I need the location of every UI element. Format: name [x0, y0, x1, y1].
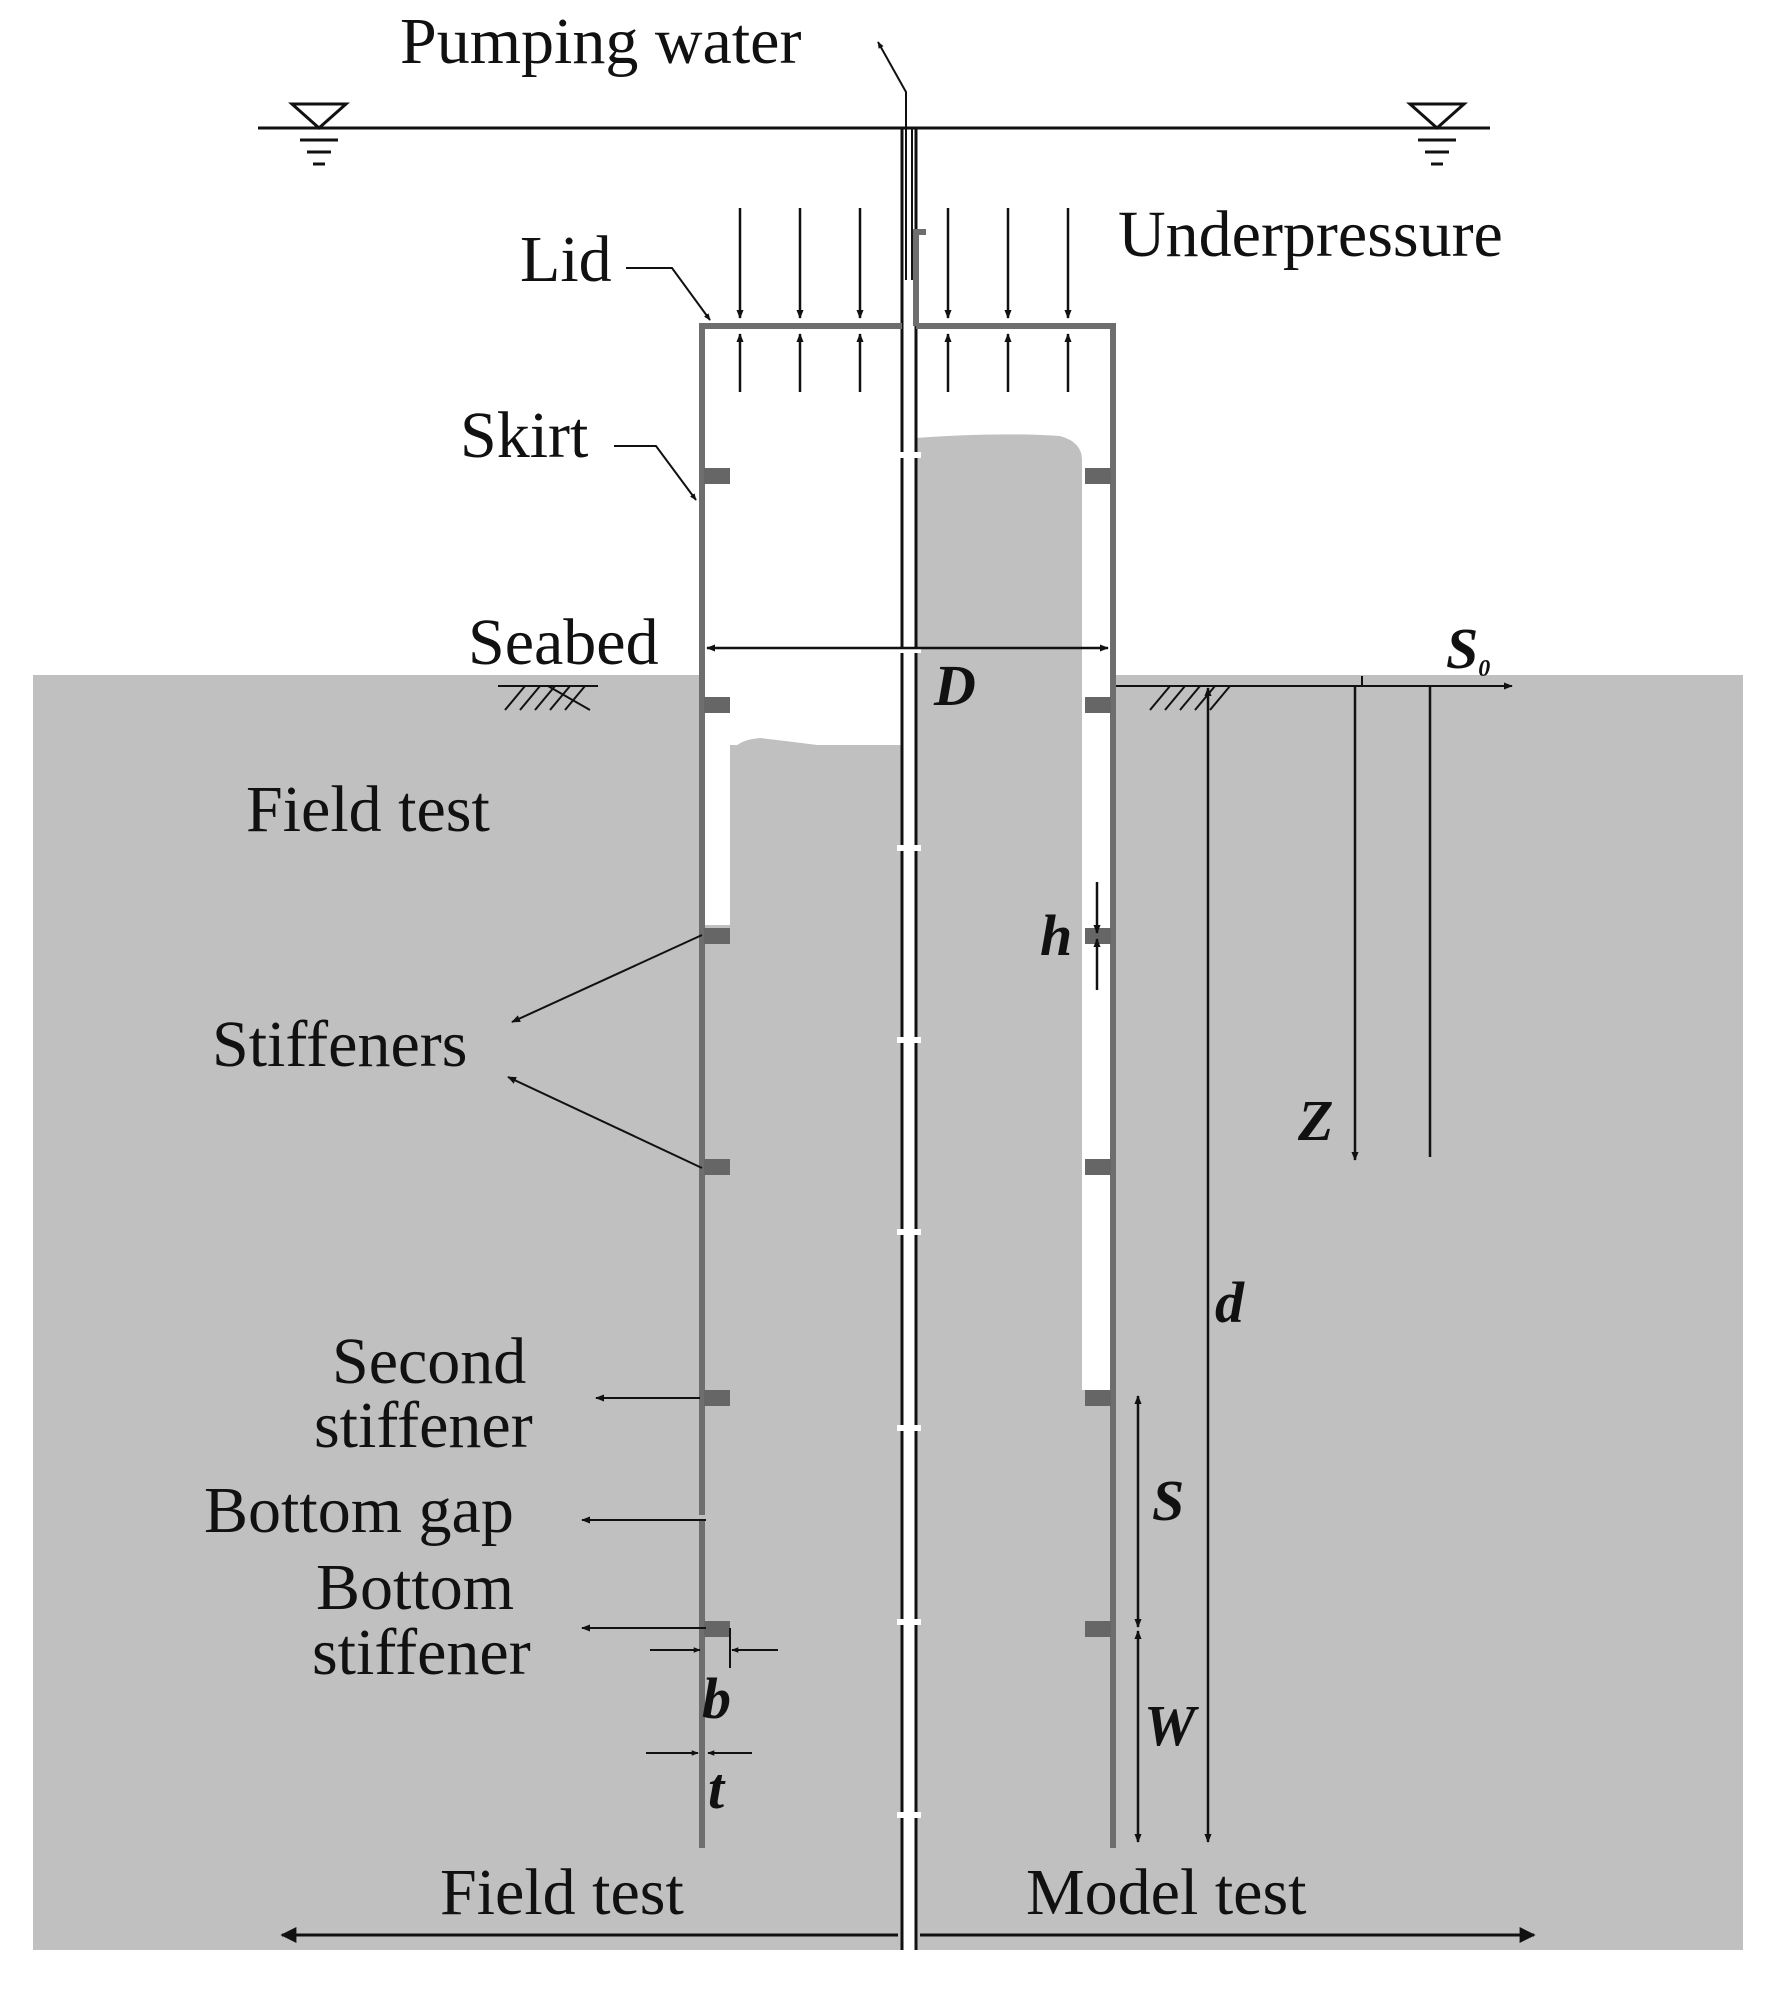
field-test-region-label: Field test	[246, 773, 490, 846]
symbol-b: b	[702, 1666, 731, 1731]
bottom-stiffener-label-line2: stiffener	[312, 1616, 531, 1689]
symbol-S0: S0	[1446, 616, 1490, 682]
bottom-gap-label: Bottom gap	[204, 1474, 514, 1547]
lid-label: Lid	[520, 223, 612, 296]
stiffener-leaders	[507, 934, 706, 1632]
symbol-d: d	[1215, 1270, 1245, 1335]
underpressure-arrows	[736, 208, 1072, 392]
seabed-hatch-left	[498, 685, 598, 711]
symbol-W: W	[1144, 1693, 1199, 1758]
skirt-leader	[614, 445, 697, 501]
soil-plug-field-test	[730, 738, 902, 1850]
soil-plug-model-test	[916, 434, 1112, 1850]
stiffeners-label: Stiffeners	[212, 1008, 467, 1081]
seabed-label: Seabed	[468, 606, 659, 679]
bottom-stiffener-label-line1: Bottom	[316, 1551, 514, 1624]
stiffeners-right	[1085, 468, 1111, 1637]
skirt-label: Skirt	[460, 399, 588, 472]
pumping-water-leader	[877, 41, 907, 128]
lid-leader	[626, 267, 711, 321]
symbol-t: t	[708, 1756, 726, 1821]
left-skirt-clearance	[702, 745, 730, 925]
symbol-D: D	[933, 653, 976, 718]
water-level	[258, 102, 1490, 166]
symbol-h: h	[1040, 903, 1072, 968]
symbol-S: S	[1152, 1468, 1184, 1533]
second-stiffener-label-line1: Second	[332, 1325, 526, 1398]
underpressure-label: Underpressure	[1118, 198, 1503, 271]
seabed-hatch-right	[1116, 682, 1513, 711]
bucket-structure	[699, 229, 1116, 1848]
model-test-bottom-label: Model test	[1026, 1856, 1306, 1929]
stiffener-width-dimension	[650, 1628, 778, 1668]
second-stiffener-label-line2: stiffener	[314, 1389, 533, 1462]
left-soil-gap	[702, 675, 902, 745]
pumping-water-label: Pumping water	[400, 5, 801, 78]
field-test-bottom-label: Field test	[440, 1856, 684, 1929]
stiffeners-left	[704, 468, 730, 1637]
symbol-Z: Z	[1297, 1088, 1333, 1153]
